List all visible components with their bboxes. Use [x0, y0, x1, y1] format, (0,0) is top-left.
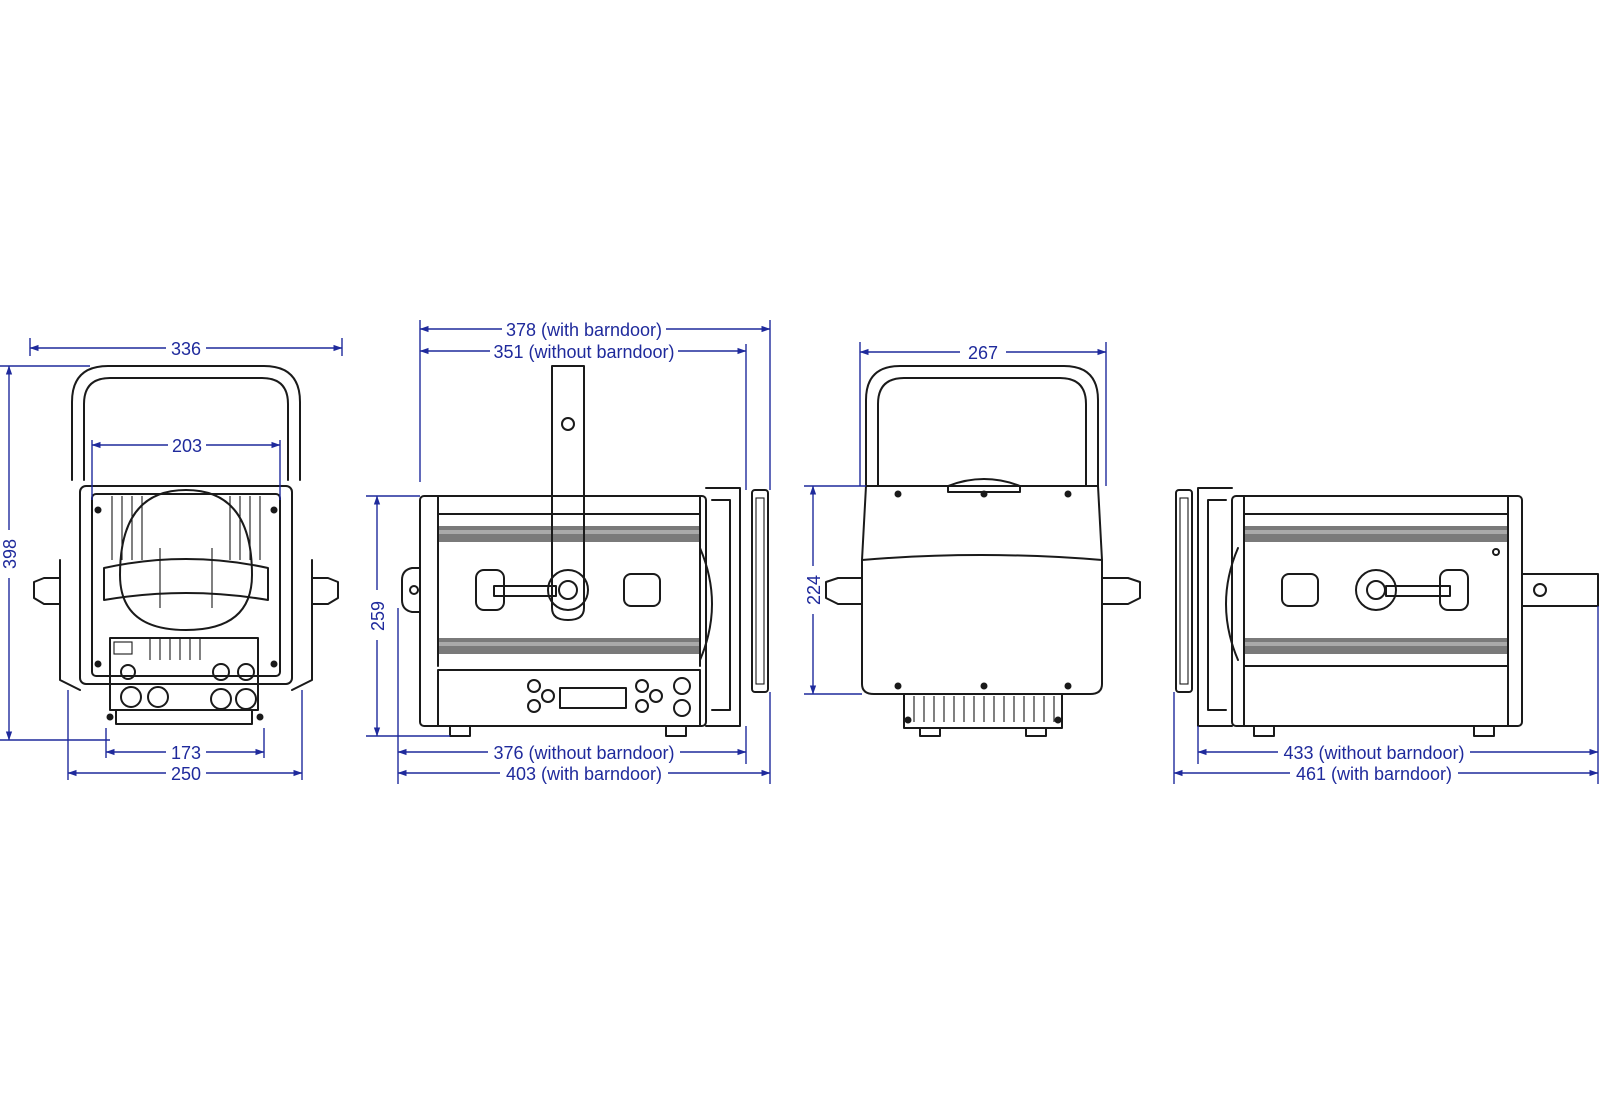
side-left-dimensions: 378 (with barndoor) 351 (without barndoo… — [366, 320, 771, 784]
side-view-right — [1175, 487, 1599, 737]
dim-front-height: 398 — [0, 539, 20, 569]
dim-right-bottom-without: 433 (without barndoor) — [1283, 743, 1464, 763]
dim-side-bottom-without: 376 (without barndoor) — [493, 743, 674, 763]
dim-right-bottom-with: 461 (with barndoor) — [1296, 764, 1452, 784]
dim-front-base-inner: 173 — [171, 743, 201, 763]
front-view — [33, 365, 339, 725]
dim-side-top-without: 351 (without barndoor) — [493, 342, 674, 362]
dim-front-width: 336 — [171, 339, 201, 359]
dim-side-top-with: 378 (with barndoor) — [506, 320, 662, 340]
dim-side-bottom-with: 403 (with barndoor) — [506, 764, 662, 784]
rear-dimensions: 267 224 — [804, 342, 1107, 695]
cooling-fins-front — [111, 496, 261, 560]
side-view-left — [401, 365, 769, 737]
rear-view — [825, 365, 1141, 737]
dim-rear-width: 267 — [968, 343, 998, 363]
dim-front-base-outer: 250 — [171, 764, 201, 784]
dim-front-lens: 203 — [172, 436, 202, 456]
side-right-dimensions: 433 (without barndoor) 461 (with barndoo… — [1173, 606, 1599, 784]
front-dimensions: 336 203 398 173 250 — [0, 338, 343, 784]
dim-rear-height: 224 — [804, 575, 824, 605]
dim-side-height: 259 — [368, 601, 388, 631]
